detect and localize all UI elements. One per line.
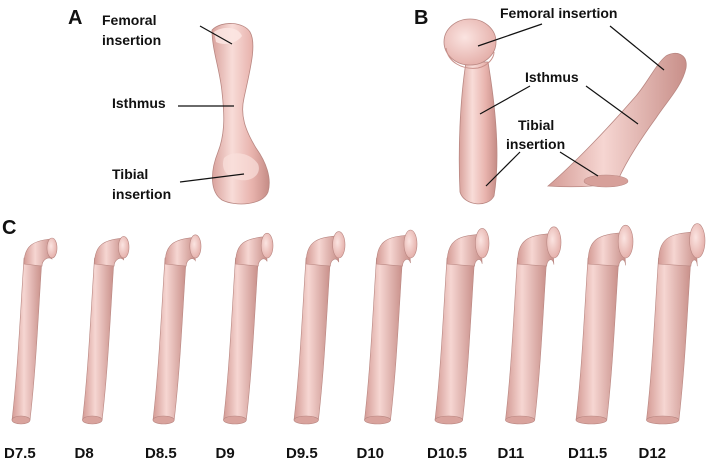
graft-end-cap xyxy=(260,232,274,259)
panel-a-tibial-leader xyxy=(179,173,245,183)
panel-b-femoral-leader-right xyxy=(609,25,665,71)
graft-body xyxy=(505,257,548,421)
graft-bend xyxy=(94,237,125,267)
graft-bottom-cap xyxy=(11,415,31,425)
graft-body xyxy=(364,257,403,421)
graft-model: D12 xyxy=(639,223,706,462)
graft-body xyxy=(11,257,43,421)
graft-model: D11.5 xyxy=(568,224,634,462)
graft-size-label: D7.5 xyxy=(4,445,36,462)
panel-a-tibial-label: Tibial insertion xyxy=(112,166,171,202)
graft-bend xyxy=(376,234,411,267)
graft-body xyxy=(223,257,259,421)
graft-end-cap xyxy=(189,234,202,259)
graft-size-label: D11.5 xyxy=(568,445,607,462)
graft-model: D8.5 xyxy=(145,234,202,462)
panel-a-tibial-highlight xyxy=(222,153,259,181)
graft-bend xyxy=(235,236,268,267)
graft-size-label: D10.5 xyxy=(427,445,467,462)
graft-size-label: D8 xyxy=(75,445,94,462)
panel-b-tibial-label: Tibial insertion xyxy=(506,117,565,152)
graft-model: D7.5 xyxy=(4,237,58,462)
svg-text:insertion: insertion xyxy=(506,136,565,152)
panel-a-femoral-label: Femoral insertion xyxy=(102,12,161,48)
panel-b-femoral-label: Femoral insertion xyxy=(500,5,617,21)
graft-bottom-cap xyxy=(223,415,247,425)
graft-model: D10 xyxy=(357,229,418,462)
graft-end-cap xyxy=(475,228,490,259)
graft-model: D8 xyxy=(75,236,130,462)
graft-size-label: D11 xyxy=(498,445,525,462)
panel-b-isthmus-label: Isthmus xyxy=(525,69,579,85)
graft-end-cap xyxy=(617,224,634,259)
svg-text:Femoral: Femoral xyxy=(102,12,156,28)
graft-row: D7.5 D8 D8.5 D9 D9.5 D10 D10.5 D11 D11.5 D12 xyxy=(4,223,706,462)
graft-bottom-cap xyxy=(293,415,319,425)
graft-size-label: D12 xyxy=(639,445,667,462)
panel-c: C D7.5 D8 D8.5 D9 D9.5 D10 D10.5 D11 D11.5 D12 xyxy=(2,217,706,462)
graft-bend xyxy=(658,231,698,267)
panel-c-letter: C xyxy=(2,217,16,239)
svg-text:insertion: insertion xyxy=(102,32,161,48)
svg-text:Tibial: Tibial xyxy=(518,117,554,133)
graft-bend xyxy=(446,233,483,267)
panel-b-isthmus-leader-left xyxy=(479,85,531,115)
graft-bottom-cap xyxy=(152,415,175,425)
graft-size-label: D10 xyxy=(357,445,385,462)
graft-body xyxy=(575,257,620,421)
graft-bend xyxy=(23,238,53,267)
panel-a-letter: A xyxy=(68,7,82,29)
panel-a-femoral-highlight xyxy=(214,27,242,44)
panel-b-isthmus-leader-right xyxy=(585,85,639,125)
graft-bottom-cap xyxy=(434,415,463,425)
graft-model: D11 xyxy=(498,226,562,462)
graft-bottom-cap xyxy=(505,415,535,425)
panel-a-femoral-leader xyxy=(199,25,233,45)
graft-body xyxy=(82,257,115,421)
graft-end-cap xyxy=(403,229,418,259)
graft-bend xyxy=(164,237,196,267)
graft-size-label: D8.5 xyxy=(145,445,177,462)
graft-bend xyxy=(305,235,340,267)
panel-a: A Femoral insertion Isthmus Tibial inser… xyxy=(68,7,270,205)
graft-body xyxy=(293,257,331,421)
graft-bend xyxy=(587,232,626,267)
panel-b-letter: B xyxy=(414,7,428,29)
graft-model: D9.5 xyxy=(286,231,346,462)
panel-b: B Femoral insertion Isthmus Tibial inser… xyxy=(414,5,687,205)
graft-model: D10.5 xyxy=(427,228,490,462)
graft-bottom-cap xyxy=(364,415,391,425)
graft-size-label: D9 xyxy=(216,445,235,462)
svg-text:insertion: insertion xyxy=(112,186,171,202)
panel-b-tibial-leader-left xyxy=(485,151,521,187)
svg-text:Tibial: Tibial xyxy=(112,166,148,182)
graft-body xyxy=(434,257,475,421)
graft-end-cap xyxy=(546,226,562,259)
graft-model: D9 xyxy=(216,232,274,462)
graft-bottom-cap xyxy=(82,415,103,425)
graft-body xyxy=(646,257,692,421)
graft-end-cap xyxy=(46,237,58,259)
panel-a-isthmus-label: Isthmus xyxy=(112,95,166,111)
panel-b-side-view-model xyxy=(546,52,687,188)
graft-bend xyxy=(517,233,555,267)
graft-size-label: D9.5 xyxy=(286,445,318,462)
graft-end-cap xyxy=(332,231,346,259)
panel-b-femoral-leader-left xyxy=(477,23,543,47)
graft-body xyxy=(152,257,187,421)
graft-end-cap xyxy=(689,223,706,259)
graft-bottom-cap xyxy=(575,415,608,425)
panel-b-tibial-leader-right xyxy=(559,151,599,177)
panel-b-front-view-model xyxy=(443,18,498,205)
graft-bottom-cap xyxy=(646,415,680,425)
graft-end-cap xyxy=(118,236,130,259)
